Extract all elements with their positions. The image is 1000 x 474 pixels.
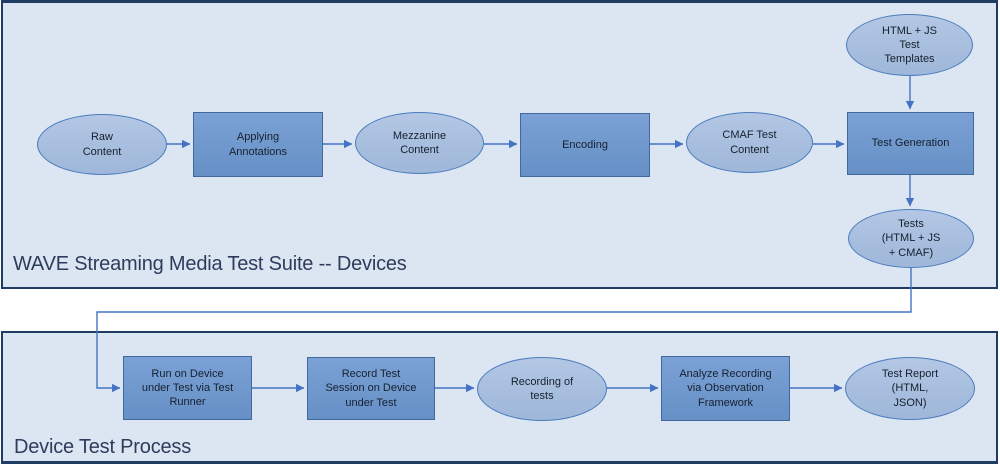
- node-run-on-device: Run on Device under Test via Test Runner: [123, 356, 252, 420]
- node-html-js-test-templates: HTML + JS Test Templates: [846, 14, 973, 76]
- node-analyze-recording-label: Analyze Recording via Observation Framew…: [679, 368, 772, 409]
- node-encoding: Encoding: [520, 113, 650, 177]
- node-test-generation: Test Generation: [847, 112, 974, 175]
- node-analyze-recording: Analyze Recording via Observation Framew…: [661, 356, 790, 421]
- node-test-generation-label: Test Generation: [871, 137, 950, 150]
- node-raw-content: Raw Content: [37, 114, 167, 175]
- node-recording-of-tests: Recording of tests: [477, 357, 607, 421]
- node-test-report: Test Report (HTML, JSON): [845, 357, 975, 420]
- node-run-on-device-label: Run on Device under Test via Test Runner: [141, 367, 234, 409]
- node-record-test-session-label: Record Test Session on Device under Test: [325, 368, 417, 409]
- node-raw-content-label: Raw Content: [82, 131, 122, 158]
- node-record-test-session: Record Test Session on Device under Test: [307, 357, 435, 420]
- node-applying-annotations: Applying Annotations: [193, 112, 323, 177]
- section-title-wave-suite: WAVE Streaming Media Test Suite -- Devic…: [13, 253, 407, 275]
- node-tests-output-label: Tests (HTML + JS + CMAF): [881, 218, 941, 259]
- node-test-report-label: Test Report (HTML, JSON): [881, 368, 939, 409]
- section-title-device-process: Device Test Process: [14, 436, 192, 458]
- node-html-js-test-templates-label: HTML + JS Test Templates: [882, 24, 937, 66]
- node-tests-output: Tests (HTML + JS + CMAF): [848, 209, 974, 268]
- node-mezzanine-content-label: Mezzanine Content: [392, 129, 447, 156]
- node-cmaf-test-content-label: CMAF Test Content: [722, 129, 777, 156]
- node-cmaf-test-content: CMAF Test Content: [686, 112, 813, 173]
- node-applying-annotations-label: Applying Annotations: [228, 131, 288, 158]
- node-recording-of-tests-label: Recording of tests: [510, 375, 574, 402]
- node-encoding-label: Encoding: [562, 138, 608, 151]
- node-mezzanine-content: Mezzanine Content: [355, 112, 484, 174]
